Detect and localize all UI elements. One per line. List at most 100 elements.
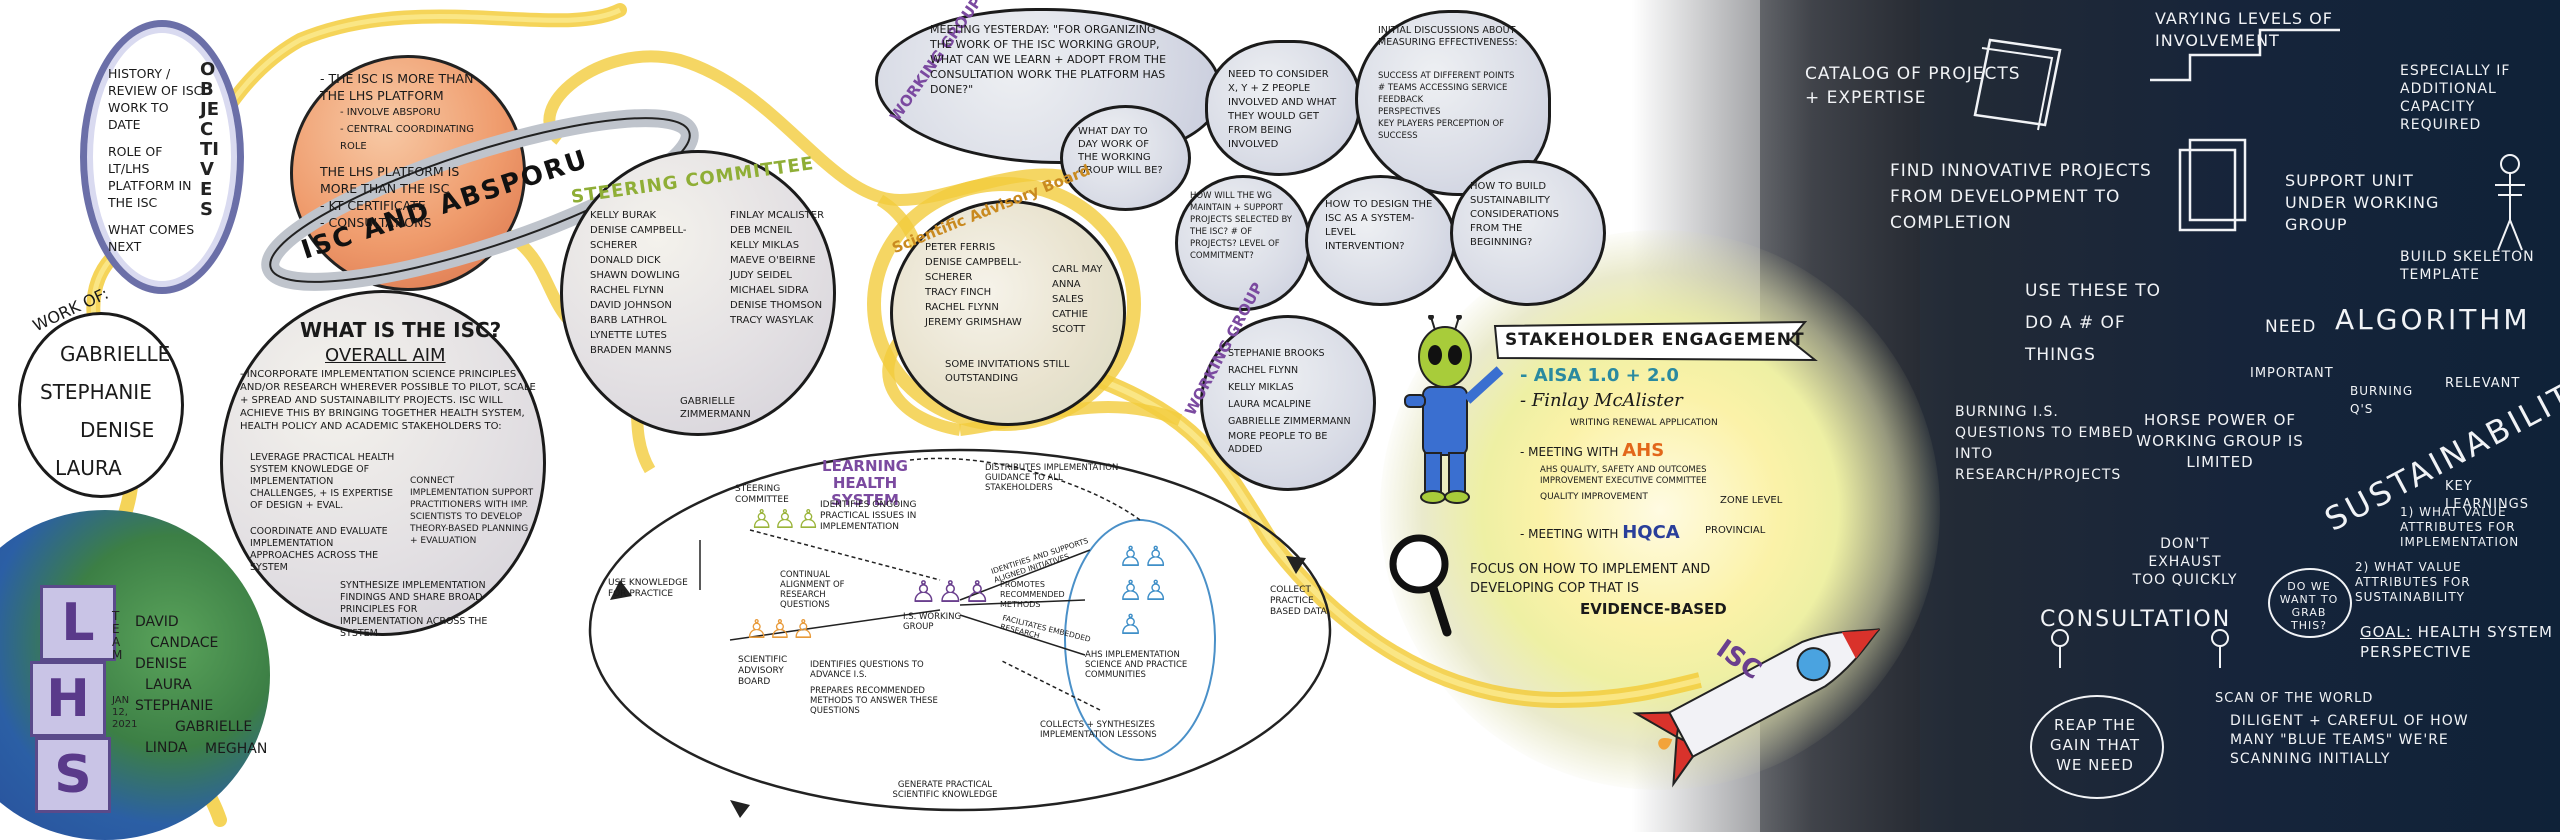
space-learn1: 1) WHAT VALUE ATTRIBUTES FOR IMPLEMENTAT…: [2400, 505, 2520, 549]
planet-note: - CONSULTATIONS: [320, 215, 432, 230]
steering-member: DONALD DICK: [590, 255, 661, 266]
stakeholder-banner-shape: [1493, 320, 1818, 362]
space-skeleton: BUILD SKELETON TEMPLATE: [2400, 249, 2535, 283]
stakeholder-finlay: - Finlay McAlister: [1520, 390, 1683, 411]
lhs-diagram-title: LEARNING HEALTH SYSTEM: [822, 457, 908, 509]
planet-ring: [261, 109, 699, 291]
space-important: IMPORTANT: [2250, 366, 2334, 381]
wg-measuring-title: INITIAL DISCUSSIONS ABOUT MEASURING EFFE…: [1378, 25, 1518, 48]
working-group-list: STEPHANIE BROOKS RACHEL FLYNN KELLY MIKL…: [1228, 345, 1363, 456]
stakeholder-zone: ZONE LEVEL: [1720, 495, 1783, 506]
space-need: NEED: [2265, 317, 2317, 337]
catalog-icon: [1973, 38, 2062, 131]
steering-member: DENISE CAMPBELL-SCHERER: [590, 225, 687, 251]
steering-member: SHAWN DOWLING: [590, 270, 680, 281]
planet-note: - KT CERTIFICATE: [320, 198, 426, 213]
lhs-ahs-people-icon: ♙♙♙♙♙: [1118, 540, 1169, 641]
lhs-generate: GENERATE PRACTICAL SCIENTIFIC KNOWLEDGE: [892, 780, 998, 800]
what-is-isc-aim: - INCORPORATE IMPLEMENTATION SCIENCE PRI…: [240, 369, 536, 432]
measuring-item: SUCCESS AT DIFFERENT POINTS: [1378, 71, 1515, 81]
measuring-item: FEEDBACK: [1378, 95, 1424, 105]
isc-left-bullets: LEVERAGE PRACTICAL HEALTH SYSTEM KNOWLED…: [250, 452, 400, 574]
team-name: CANDACE: [150, 635, 219, 651]
stakeholder-meeting-ahs: - MEETING WITH AHS: [1520, 440, 1664, 461]
team-name: LAURA: [145, 677, 192, 693]
space-scan: SCAN OF THE WORLD: [2215, 691, 2374, 706]
steering-member: FINLAY MCALISTER: [730, 210, 825, 221]
space-consultation: CONSULTATION: [2040, 607, 2232, 632]
isc-bottom-bullet: SYNTHESIZE IMPLEMENTATION FINDINGS AND S…: [340, 580, 488, 639]
lhs-sab-notes: IDENTIFIES QUESTIONS TO ADVANCE I.S. PRE…: [810, 660, 940, 716]
lhs-steering-people-icon: ♙♙♙: [750, 505, 820, 535]
wg-member: MORE PEOPLE TO BE ADDED: [1228, 431, 1328, 455]
stakeholder-meeting-hqca: - MEETING WITH HQCA: [1520, 522, 1680, 543]
steering-member: DEB MCNEIL: [730, 225, 792, 236]
team-name: DAVID: [135, 614, 179, 630]
space-relevant: RELEVANT: [2445, 376, 2521, 391]
wg-member: LAURA MCALPINE: [1228, 399, 1311, 410]
lhs-sab-label: SCIENTIFIC ADVISORY BOARD: [738, 655, 788, 687]
isc-bullet: CONNECT IMPLEMENTATION SUPPORT PRACTITIO…: [410, 476, 534, 546]
advisory-member: CARL MAY: [1052, 264, 1103, 275]
advisory-member: JEREMY GRIMSHAW: [925, 317, 1022, 328]
lhs-continual: CONTINUAL ALIGNMENT OF RESEARCH QUESTION…: [780, 570, 845, 610]
wg-sustain-cloud: [1450, 160, 1606, 306]
reap-bubble: [2030, 695, 2164, 799]
stairs-icon: [2150, 28, 2340, 82]
objectives-ring: [80, 20, 244, 294]
space-key: KEY LEARNINGS: [2445, 479, 2529, 512]
advisory-note: SOME INVITATIONS STILL OUTSTANDING: [945, 359, 1070, 384]
advisory-member: ANNA SALES: [1052, 279, 1084, 305]
planet-note: THE LHS PLATFORM IS MORE THAN THE ISC: [320, 164, 460, 196]
isc-right-bullets: CONNECT IMPLEMENTATION SUPPORT PRACTITIO…: [410, 475, 535, 547]
wg-design-text: HOW TO DESIGN THE ISC AS A SYSTEM-LEVEL …: [1325, 199, 1433, 252]
space-varying: VARYING LEVELS OF INVOLVEMENT: [2155, 9, 2333, 50]
document-stack-icon: [2178, 138, 2247, 232]
wg-consider-cloud: [1205, 40, 1361, 176]
wg-member: GABRIELLE ZIMMERMANN: [1228, 416, 1351, 427]
team-name: STEPHANIE: [135, 698, 214, 714]
team-name: MEGHAN: [205, 741, 268, 757]
measuring-item: KEY PLAYERS PERCEPTION OF SUCCESS: [1378, 119, 1505, 141]
lhs-use-knowledge: USE KNOWLEDGE FOR PRACTICE: [608, 578, 688, 599]
magnifier-icon: [1389, 534, 1452, 637]
rocket-icon: [1632, 628, 1881, 788]
steering-member: BARB LATHROL: [590, 315, 667, 326]
space-horse: HORSE POWER OF WORKING GROUP IS LIMITED: [2136, 411, 2304, 471]
space-diligent: DILIGENT + CAREFUL OF HOW MANY "BLUE TEA…: [2230, 713, 2469, 767]
steering-member: MICHAEL SIDRA: [730, 285, 809, 296]
wg-consider-text: NEED TO CONSIDER X, Y + Z PEOPLE INVOLVE…: [1228, 69, 1337, 150]
lhs-ahs-label: AHS IMPLEMENTATION SCIENCE AND PRACTICE …: [1085, 650, 1188, 680]
planet-note: - CENTRAL COORDINATING ROLE: [340, 124, 474, 152]
wg-maintain-cloud: [1175, 175, 1311, 311]
team-name: GABRIELLE: [175, 719, 253, 735]
work-of-name: STEPHANIE: [40, 380, 152, 404]
steering-member: BRADEN MANNS: [590, 345, 672, 356]
advisory-col2: CARL MAY ANNA SALES CATHIE SCOTT: [1052, 262, 1112, 337]
objectives-list: HISTORY / REVIEW OF ISC WORK TO DATE ROL…: [108, 65, 203, 255]
lhs-block: L: [40, 585, 116, 661]
lhs-team-names: DAVID CANDACE DENISE LAURA STEPHANIE GAB…: [135, 612, 267, 760]
sab-note: IDENTIFIES QUESTIONS TO ADVANCE I.S.: [810, 660, 924, 680]
space-support: SUPPORT UNIT UNDER WORKING GROUP: [2285, 171, 2440, 234]
meeting-prefix: - MEETING WITH: [1520, 445, 1619, 459]
objectives-label: OBJECTIVES: [200, 59, 219, 220]
wg-member: RACHEL FLYNN: [1228, 365, 1299, 376]
wg-sustain-text: HOW TO BUILD SUSTAINABILITY CONSIDERATIO…: [1470, 181, 1560, 248]
skeleton-icon: [2495, 154, 2525, 251]
planet-notes: - THE ISC IS MORE THAN THE LHS PLATFORM …: [320, 70, 495, 231]
what-is-isc-circle: [220, 290, 546, 636]
lhs-promotes: PROMOTES RECOMMENDED METHODS: [1000, 580, 1065, 609]
advisory-circle: [890, 200, 1126, 426]
ahs-label: AHS: [1622, 440, 1665, 461]
objectives-item: WHAT COMES NEXT: [108, 222, 195, 254]
lhs-block: S: [35, 737, 111, 813]
planet-note: - THE ISC IS MORE THAN THE LHS PLATFORM: [320, 71, 474, 103]
stakeholder-evidence: EVIDENCE-BASED: [1580, 600, 1727, 618]
work-of-names: GABRIELLE STEPHANIE DENISE LAURA: [40, 335, 170, 487]
stakeholder-focus: FOCUS ON HOW TO IMPLEMENT AND DEVELOPING…: [1470, 562, 1711, 596]
work-of-name: DENISE: [80, 418, 155, 442]
hqca-label: HQCA: [1622, 522, 1680, 543]
team-name: LINDA: [145, 740, 188, 756]
space-grab: DO WE WANT TO GRAB THIS?: [2279, 580, 2339, 632]
